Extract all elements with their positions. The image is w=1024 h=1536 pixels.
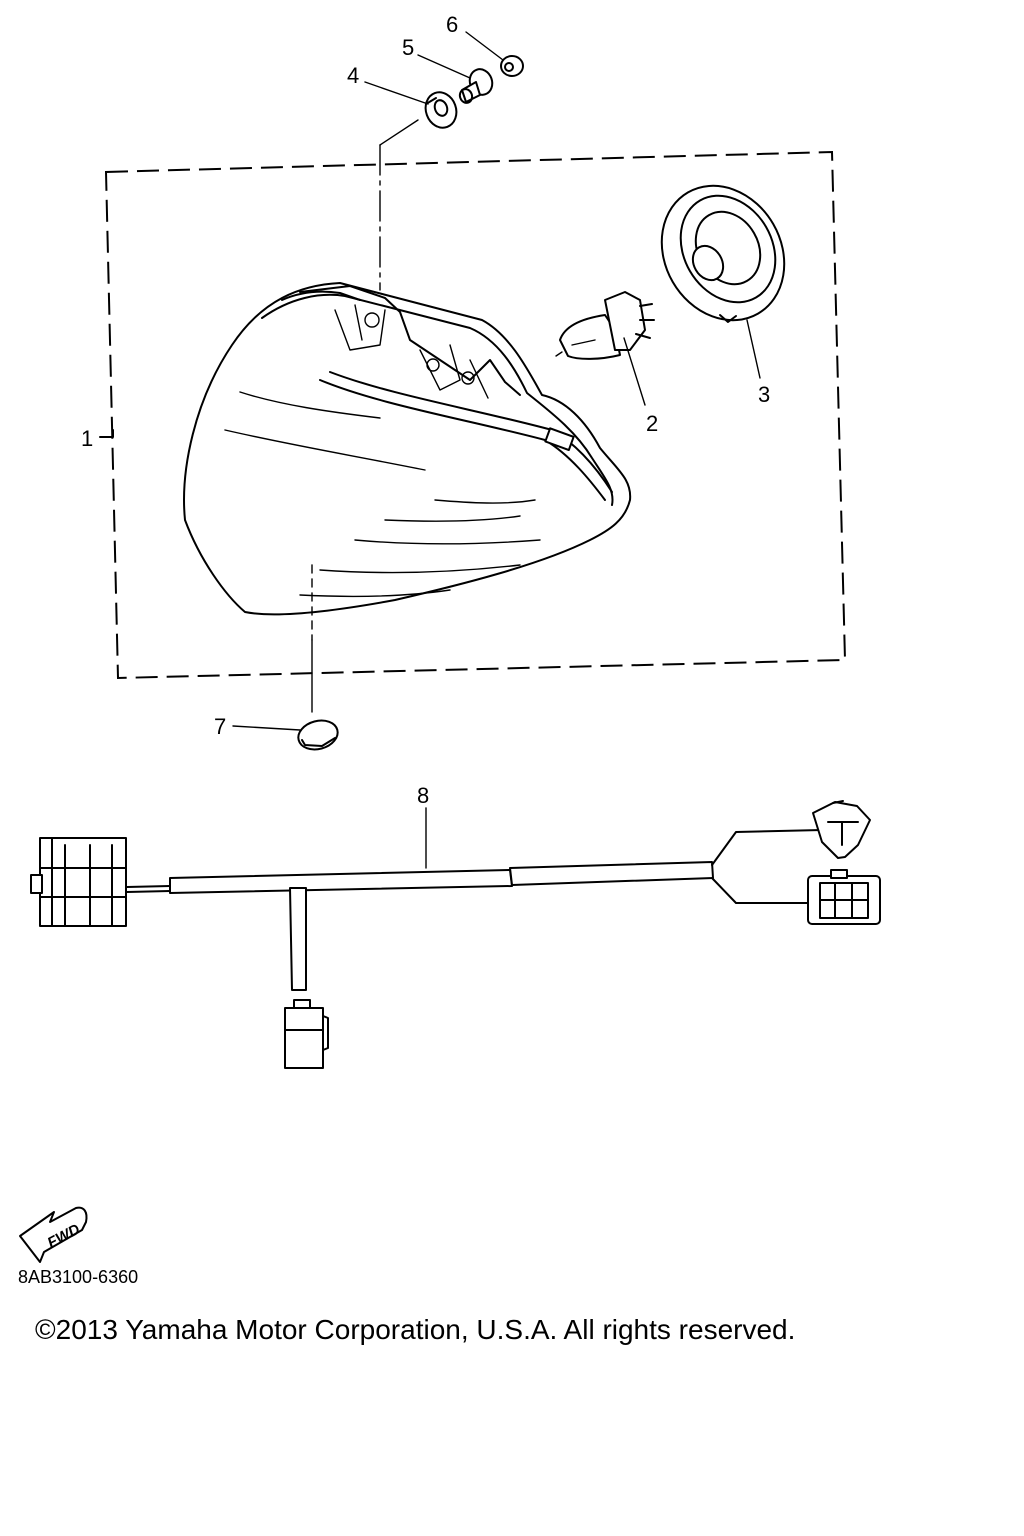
callout-4: 4: [347, 63, 359, 88]
wire-harness: [30, 800, 881, 1069]
copyright-notice: ©2013 Yamaha Motor Corporation, U.S.A. A…: [35, 1314, 796, 1345]
bulb-cover: [660, 184, 786, 323]
callout-2: 2: [646, 411, 658, 436]
callout-1: 1: [81, 426, 93, 451]
leader-lines: [99, 31, 761, 869]
document-code: 8AB3100-6360: [18, 1267, 139, 1287]
collar: [458, 68, 494, 104]
assembly-boundary: [104, 150, 847, 680]
callout-7: 7: [214, 714, 226, 739]
headlight-assembly: [183, 144, 632, 641]
callout-8: 8: [417, 783, 429, 808]
cap: [297, 719, 339, 751]
nut: [500, 55, 524, 77]
callout-6: 6: [446, 12, 458, 37]
callout-3: 3: [758, 382, 770, 407]
callout-5: 5: [402, 35, 414, 60]
fwd-arrow-icon: FWD: [19, 1206, 88, 1263]
bulb: [555, 291, 655, 360]
grommet: [424, 91, 458, 129]
